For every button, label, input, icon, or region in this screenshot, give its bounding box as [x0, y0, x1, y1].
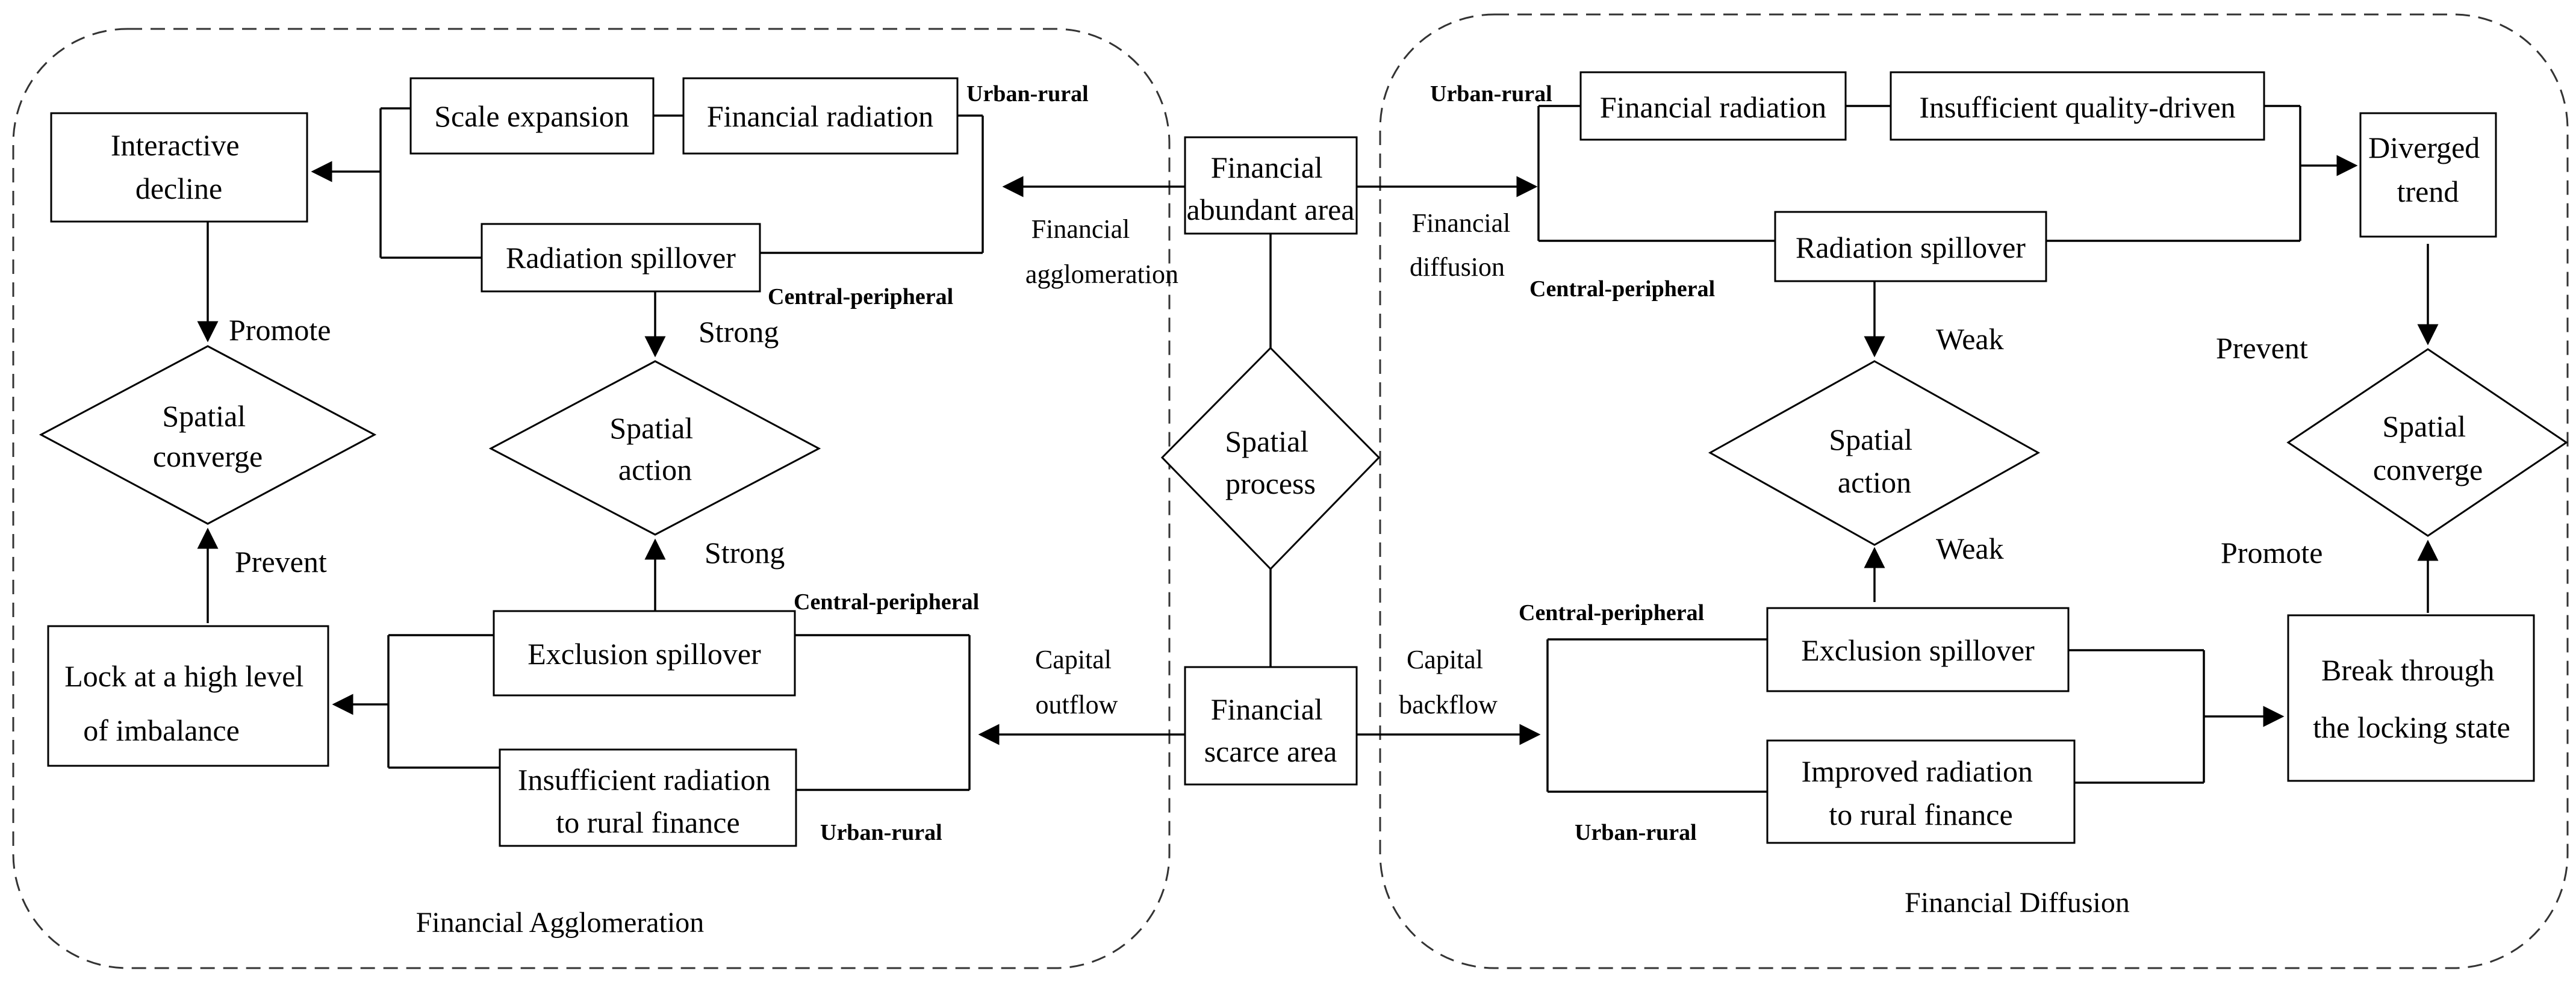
right-radiation-spillover-box — [1774, 211, 2047, 282]
agglomeration-region-title: Financial Agglomeration — [416, 907, 705, 939]
financial-scarce-area-box — [1184, 666, 1358, 786]
diverged-trend-line2: trend — [2397, 175, 2459, 208]
capital-outflow-line2: outflow — [1036, 690, 1118, 719]
right-exclusion-spillover-box — [1766, 607, 2070, 692]
break-through-label: Break through the locking state — [2313, 653, 2510, 744]
lock-high-level-line1: Lock at a high level — [64, 659, 303, 693]
break-through-box — [2287, 614, 2535, 782]
financial-diffusion-line2: diffusion — [1410, 252, 1505, 282]
diffusion-region — [1379, 13, 2569, 969]
capital-backflow-line2: backflow — [1399, 690, 1498, 719]
left-spatial-action-label: Spatial action — [609, 411, 700, 486]
right-central-peripheral-bottom-tag: Central-peripheral — [1519, 600, 1704, 626]
interactive-decline-label: Interactive decline — [111, 128, 247, 205]
agglomeration-region — [12, 28, 1171, 969]
left-exclusion-spillover-label: Exclusion spillover — [527, 637, 761, 671]
left-spatial-action-diamond — [488, 360, 821, 536]
diverged-trend-line1: Diverged — [2368, 131, 2480, 164]
lock-high-level-label: Lock at a high level of imbalance — [64, 659, 311, 747]
right-spatial-converge-label: Spatial converge — [2373, 409, 2483, 486]
financial-scarce-area-label: Financial scarce area — [1204, 692, 1337, 768]
break-through-line2: the locking state — [2313, 710, 2510, 744]
right-weak-top-label: Weak — [1936, 322, 2004, 356]
spatial-process-line2: process — [1225, 467, 1316, 500]
lock-high-level-box — [47, 625, 329, 767]
interactive-decline-line1: Interactive — [111, 128, 240, 162]
left-urban-rural-top-tag: Urban-rural — [966, 81, 1089, 107]
left-financial-radiation-label: Financial radiation — [707, 99, 933, 133]
improved-radiation-line1: Improved radiation — [1801, 754, 2033, 788]
lock-high-level-line2: of imbalance — [83, 713, 240, 747]
right-financial-radiation-label: Financial radiation — [1600, 90, 1826, 124]
financial-diffusion-line1: Financial — [1412, 208, 1511, 238]
right-urban-rural-bottom-tag: Urban-rural — [1575, 820, 1697, 845]
right-exclusion-spillover-label: Exclusion spillover — [1801, 633, 2035, 667]
financial-abundant-area-label: Financial abundant area — [1186, 151, 1354, 226]
left-strong-bottom-label: Strong — [705, 536, 785, 570]
capital-backflow-label: Capital backflow — [1399, 645, 1498, 719]
right-spatial-action-line2: action — [1838, 465, 1911, 499]
financial-abundant-area-line1: Financial — [1211, 151, 1323, 184]
improved-radiation-label: Improved radiation to rural finance — [1801, 754, 2040, 831]
spatial-process-diamond — [1160, 346, 1381, 571]
right-weak-bottom-label: Weak — [1936, 532, 2004, 565]
break-through-line1: Break through — [2321, 653, 2494, 687]
left-radiation-spillover-label: Radiation spillover — [506, 241, 736, 275]
financial-abundant-area-line2: abundant area — [1186, 193, 1354, 226]
right-radiation-spillover-label: Radiation spillover — [1796, 231, 2026, 264]
financial-scarce-area-line1: Financial — [1211, 692, 1323, 726]
insufficient-quality-label: Insufficient quality-driven — [1919, 90, 2235, 124]
right-spatial-converge-diamond — [2286, 348, 2568, 537]
left-radiation-spillover-box — [481, 223, 761, 293]
right-urban-rural-top-tag: Urban-rural — [1430, 81, 1552, 107]
interactive-decline-line2: decline — [135, 172, 222, 205]
spatial-process-label: Spatial process — [1225, 424, 1316, 500]
left-strong-top-label: Strong — [698, 315, 779, 349]
right-spatial-converge-line2: converge — [2373, 453, 2483, 486]
insufficient-radiation-box — [499, 748, 797, 847]
financial-agglomeration-line1: Financial — [1031, 214, 1130, 244]
left-promote-label: Promote — [229, 313, 331, 347]
left-central-peripheral-bottom-tag: Central-peripheral — [794, 589, 979, 615]
spatial-process-line1: Spatial — [1225, 424, 1308, 458]
financial-scarce-area-line2: scarce area — [1204, 734, 1337, 768]
right-spatial-action-line1: Spatial — [1829, 423, 1912, 456]
capital-outflow-label: Capital outflow — [1035, 645, 1118, 719]
diverged-trend-label: Diverged trend — [2368, 131, 2487, 208]
financial-agglomeration-line2: agglomeration — [1025, 259, 1178, 289]
insufficient-radiation-line2: to rural finance — [556, 806, 739, 839]
right-prevent-label: Prevent — [2216, 331, 2308, 365]
left-spatial-converge-line2: converge — [153, 439, 263, 473]
left-financial-radiation-box — [682, 77, 959, 155]
left-spatial-converge-diamond — [39, 345, 377, 525]
financial-agglomeration-label: Financial agglomeration — [1025, 214, 1178, 289]
left-prevent-label: Prevent — [235, 545, 327, 579]
right-spatial-action-label: Spatial action — [1829, 423, 1920, 499]
right-spatial-action-diamond — [1708, 360, 2041, 546]
improved-radiation-line2: to rural finance — [1829, 798, 2012, 831]
scale-expansion-label: Scale expansion — [434, 99, 629, 133]
financial-diffusion-label: Financial diffusion — [1410, 208, 1517, 282]
left-urban-rural-bottom-tag: Urban-rural — [820, 820, 942, 845]
left-spatial-action-line1: Spatial — [609, 411, 693, 445]
diffusion-region-title: Financial Diffusion — [1905, 887, 2130, 919]
financial-abundant-area-box — [1184, 136, 1358, 235]
left-spatial-converge-label: Spatial converge — [153, 399, 263, 473]
right-promote-label: Promote — [2221, 536, 2322, 570]
interactive-decline-box — [50, 112, 308, 223]
right-spatial-converge-line1: Spatial — [2382, 409, 2466, 443]
capital-outflow-line1: Capital — [1035, 645, 1112, 674]
capital-backflow-line1: Capital — [1407, 645, 1483, 674]
insufficient-radiation-label: Insufficient radiation to rural finance — [518, 763, 778, 839]
left-spatial-action-line2: action — [618, 453, 692, 486]
improved-radiation-box — [1766, 739, 2076, 844]
left-central-peripheral-top-tag: Central-peripheral — [768, 284, 953, 309]
diverged-trend-box — [2359, 112, 2497, 238]
left-spatial-converge-line1: Spatial — [162, 399, 246, 433]
insufficient-radiation-line1: Insufficient radiation — [518, 763, 771, 797]
right-central-peripheral-top-tag: Central-peripheral — [1529, 276, 1715, 302]
right-financial-radiation-box — [1579, 71, 1847, 141]
left-exclusion-spillover-box — [493, 610, 796, 697]
